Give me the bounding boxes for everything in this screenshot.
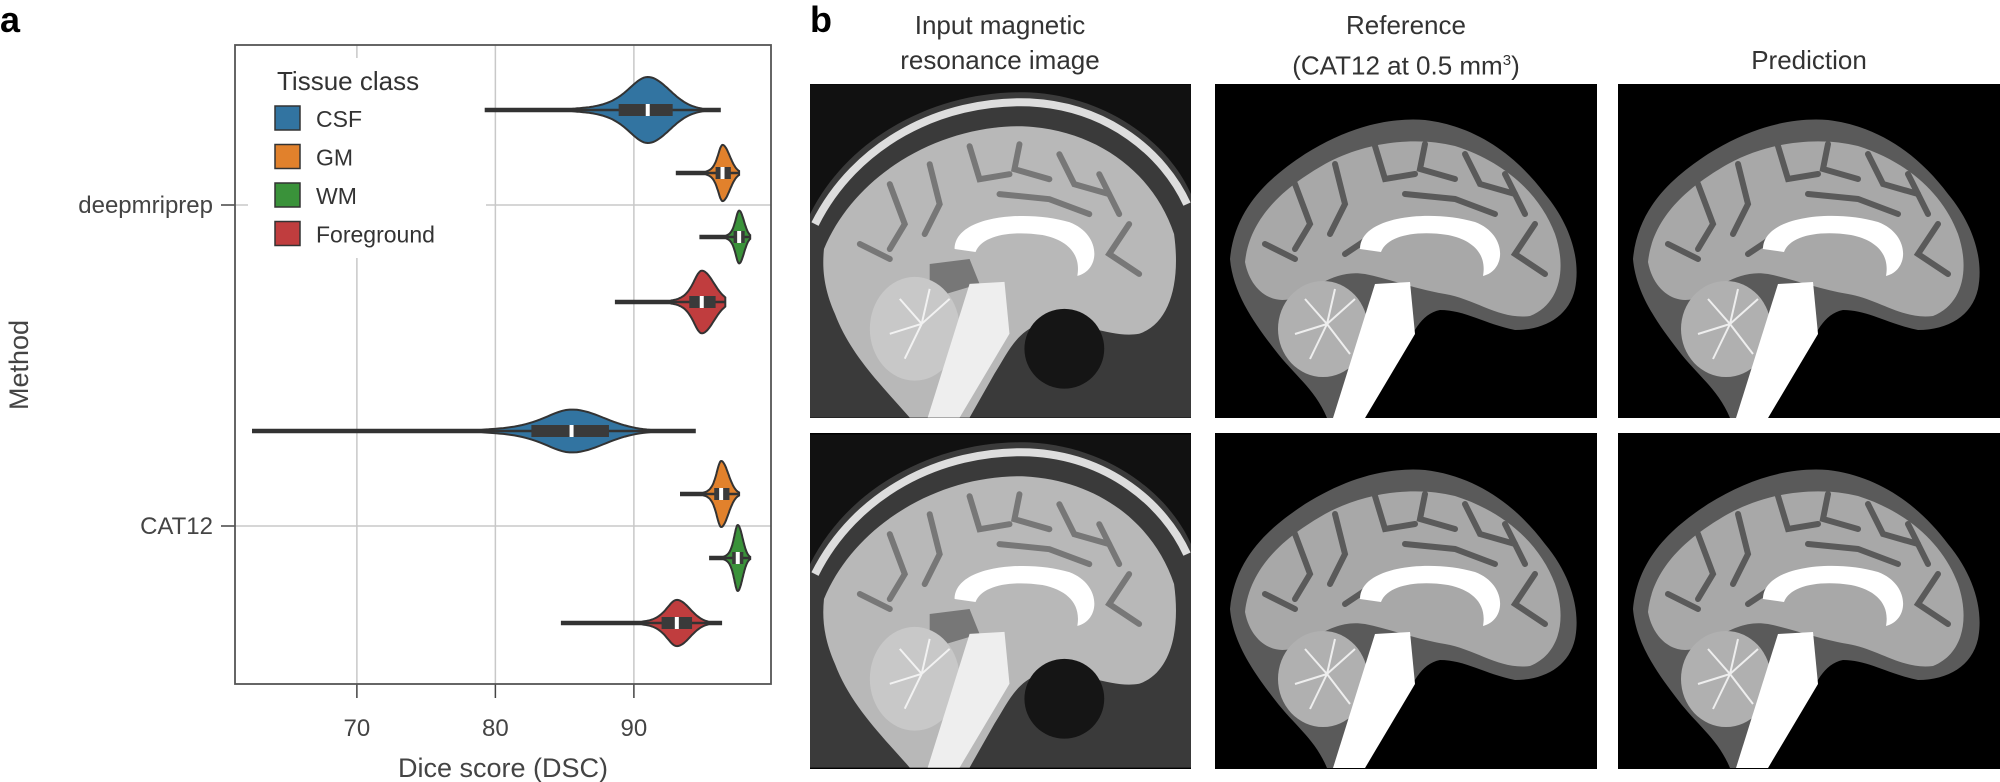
panel-b-label: b (810, 0, 832, 40)
brain-segmentation-image (1618, 433, 2000, 769)
violin-median-marker (569, 425, 574, 437)
prediction-segmentation-row1 (1618, 84, 2000, 418)
legend-swatch-csf (274, 105, 301, 131)
y-tick-label: deepmriprep (78, 192, 213, 219)
header-reference: Reference (CAT12 at 0.5 mm3) (1211, 8, 1601, 84)
x-tick-label: 80 (482, 715, 509, 742)
y-tick-label: CAT12 (140, 513, 213, 540)
brain-segmentation-image (1215, 84, 1597, 418)
legend-title: Tissue class (277, 66, 419, 96)
header-reference-line1: Reference (1346, 10, 1466, 40)
x-tick-label: 90 (621, 715, 648, 742)
brain-segmentation-image (1618, 84, 2000, 418)
violin-median-marker (720, 167, 725, 179)
header-reference-superscript: 3 (1502, 52, 1512, 69)
reference-segmentation-row2 (1215, 433, 1597, 769)
brain-segmentation-image (1215, 433, 1597, 769)
violin-median-marker (719, 488, 724, 500)
input-mri-image-row2 (810, 433, 1191, 769)
violin-iqr-box (618, 104, 673, 116)
header-prediction-text: Prediction (1751, 45, 1867, 75)
brain-mri-image (810, 433, 1191, 769)
header-reference-text: (CAT12 at 0.5 mm (1292, 50, 1503, 81)
header-reference-line2: (CAT12 at 0.5 mm3) (1211, 43, 1601, 84)
violin-median-marker (645, 104, 650, 116)
input-mri-image-row1 (810, 84, 1191, 418)
header-input-line2: resonance image (900, 45, 1100, 75)
panel-a-label: a (0, 0, 21, 40)
reference-segmentation-row1 (1215, 84, 1597, 418)
y-axis-label: Method (4, 320, 34, 410)
x-tick-label: 70 (344, 715, 371, 742)
brain-mri-image (810, 84, 1191, 418)
legend-label: Foreground (316, 222, 435, 248)
prediction-segmentation-row2 (1618, 433, 2000, 769)
violin-median-marker (674, 617, 679, 629)
violin-median-marker (735, 552, 740, 564)
legend-swatch-foreground (274, 220, 301, 247)
legend-label: GM (316, 145, 353, 171)
header-prediction: Prediction (1614, 43, 2000, 78)
plot-frame (234, 44, 772, 685)
header-input-line1: Input magnetic (914, 10, 1086, 40)
header-reference-close: ) (1511, 50, 1520, 81)
x-axis-label: Dice score (DSC) (398, 753, 608, 782)
legend-swatch-gm (274, 143, 301, 170)
legend-swatch-wm (274, 182, 301, 208)
legend-label: CSF (316, 106, 362, 132)
violin-median-marker (737, 231, 742, 243)
header-input-image: Input magnetic resonance image (805, 8, 1195, 78)
violin-median-marker (699, 296, 704, 308)
legend-label: WM (316, 183, 357, 209)
